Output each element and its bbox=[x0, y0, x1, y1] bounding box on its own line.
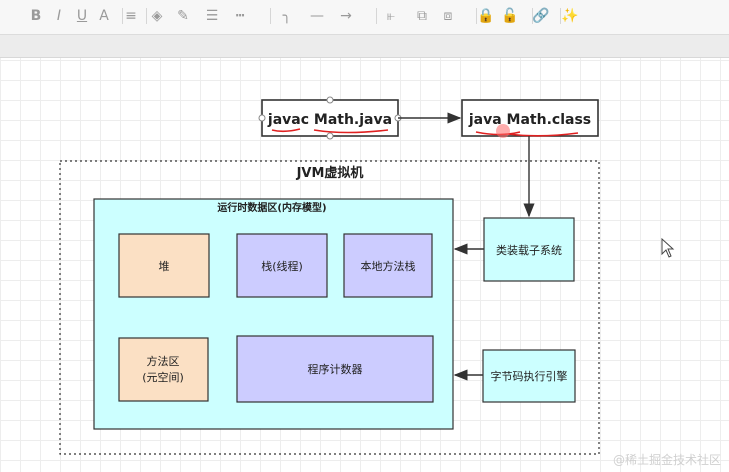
italic-icon[interactable]: I bbox=[56, 8, 62, 24]
selection-handle-left[interactable] bbox=[258, 114, 266, 122]
font-color-icon[interactable]: A bbox=[99, 8, 109, 24]
ruler-strip bbox=[0, 35, 729, 58]
method-area-box[interactable] bbox=[118, 337, 209, 402]
line-style-icon[interactable]: ┅ bbox=[235, 8, 245, 24]
toolbar-separator bbox=[376, 8, 377, 24]
connector-curve-icon[interactable]: ╮ bbox=[282, 8, 292, 24]
line-color-icon[interactable]: ✎ bbox=[177, 8, 189, 24]
link-icon[interactable]: 🔗 bbox=[532, 8, 550, 24]
diagram-canvas[interactable]: JVM虚拟机 运行时数据区(内存模型) 堆 栈(线程) 本地方法栈 方法区 (元… bbox=[0, 58, 729, 472]
fill-color-icon[interactable]: ◈ bbox=[151, 8, 163, 24]
align-icon[interactable]: ≡ bbox=[125, 8, 137, 24]
toolbar-separator bbox=[146, 8, 147, 24]
toolbar-separator bbox=[270, 8, 271, 24]
execution-engine-box[interactable] bbox=[482, 349, 576, 403]
method-area-sublabel: (元空间) bbox=[142, 370, 184, 384]
native-method-stack-label: 本地方法栈 bbox=[361, 259, 416, 273]
java-label: java Math.class bbox=[468, 112, 591, 128]
red-laser-dot bbox=[496, 124, 510, 138]
toolbar-separator bbox=[560, 8, 561, 24]
execution-engine-label: 字节码执行引擎 bbox=[491, 369, 568, 383]
red-underline-mark-4 bbox=[507, 132, 579, 137]
jvm-title: JVM虚拟机 bbox=[296, 165, 364, 181]
class-loader-label: 类装载子系统 bbox=[496, 243, 562, 257]
toolbar-separator bbox=[122, 8, 123, 24]
connector-straight-icon[interactable]: — bbox=[310, 8, 324, 24]
line-weight-icon[interactable]: ☰ bbox=[205, 8, 219, 24]
selection-handle-top[interactable] bbox=[326, 96, 334, 104]
send-back-icon[interactable]: ⧈ bbox=[443, 8, 453, 24]
watermark: @稀土掘金技术社区 bbox=[612, 453, 721, 467]
jvm-diagram: JVM虚拟机 运行时数据区(内存模型) 堆 栈(线程) 本地方法栈 方法区 (元… bbox=[59, 96, 600, 455]
bring-front-icon[interactable]: ⧉ bbox=[417, 8, 427, 24]
toolbar-separator bbox=[532, 8, 533, 24]
stack-box[interactable] bbox=[236, 233, 328, 298]
class-loader-box[interactable] bbox=[483, 217, 575, 282]
selection-handle-bottom[interactable] bbox=[326, 132, 334, 140]
method-area-label: 方法区 bbox=[147, 354, 180, 368]
javac-label: javac Math.java bbox=[267, 112, 392, 128]
stack-label: 栈(线程) bbox=[261, 259, 303, 273]
magic-wand-icon[interactable]: ✨ bbox=[561, 8, 579, 24]
program-counter-label: 程序计数器 bbox=[308, 362, 363, 376]
bold-icon[interactable]: B bbox=[30, 8, 42, 24]
arrow-end-icon[interactable]: → bbox=[340, 8, 352, 24]
heap-box[interactable] bbox=[118, 233, 210, 298]
heap-label: 堆 bbox=[159, 260, 170, 273]
program-counter-box[interactable] bbox=[236, 335, 434, 403]
lock-icon[interactable]: 🔒 bbox=[477, 8, 495, 24]
unlock-icon[interactable]: 🔓 bbox=[501, 8, 519, 24]
java-box[interactable] bbox=[461, 99, 599, 137]
native-method-stack-box[interactable] bbox=[343, 233, 433, 298]
jvm-container[interactable] bbox=[59, 160, 600, 455]
align-left-icon[interactable]: ⫦ bbox=[387, 8, 395, 24]
red-underline-mark-1 bbox=[271, 128, 301, 133]
underline-icon[interactable]: U bbox=[76, 8, 88, 24]
mouse-pointer-icon bbox=[661, 238, 675, 258]
toolbar-separator bbox=[476, 8, 477, 24]
red-underline-mark-2 bbox=[313, 129, 389, 134]
runtime-data-area-title: 运行时数据区(内存模型) bbox=[217, 201, 326, 214]
